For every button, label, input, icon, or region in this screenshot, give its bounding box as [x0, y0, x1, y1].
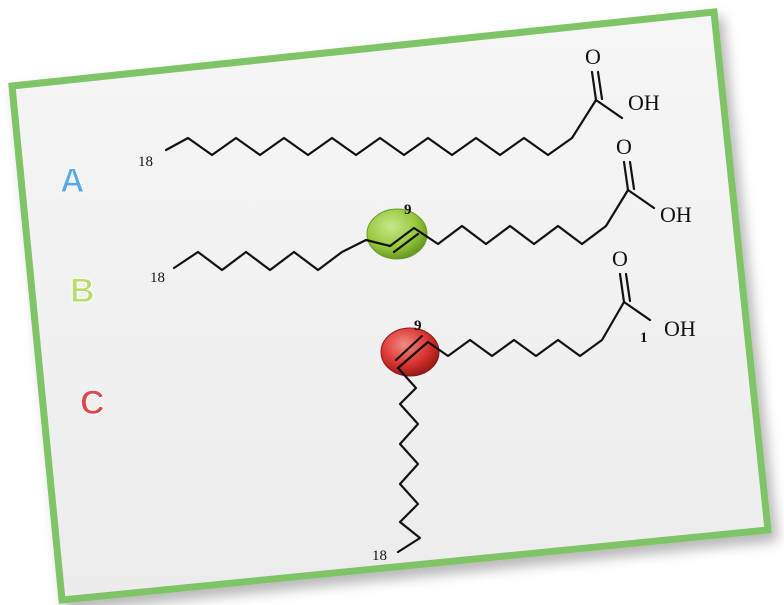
structure-b-highlight [366, 208, 428, 260]
structure-b-carbon-9: 9 [404, 202, 412, 218]
structure-c-chain-2 [396, 366, 422, 554]
structure-c-highlight [380, 327, 440, 377]
structure-c-carbonyl-bond-2 [624, 272, 632, 303]
structure-c-carbonyl-bond-1 [618, 272, 626, 304]
label-b: B [70, 272, 95, 310]
structure-b-hydroxyl: OH [660, 202, 692, 227]
structure-b-carbon-18: 18 [150, 270, 165, 286]
structure-b-carbonyl-bond-1 [622, 160, 630, 192]
structure-a-carbonyl-bond-1 [590, 70, 598, 102]
label-a: A [60, 162, 85, 200]
structure-c-carbon-9: 9 [414, 318, 422, 334]
structure-c-chain-1 [396, 300, 652, 370]
structure-a-hydroxyl: OH [628, 90, 660, 115]
structure-a-carbonyl-bond-2 [596, 70, 604, 101]
label-c: C [80, 384, 105, 422]
structure-b-double-bond [392, 232, 420, 254]
structure-b-chain-2 [388, 188, 656, 248]
structure-a: 18 O OH [138, 44, 660, 170]
structure-b-oxygen: O [616, 134, 632, 159]
structure-c-hydroxyl: OH [664, 316, 696, 341]
structure-c-double-bond [394, 334, 424, 362]
structure-a-chain [164, 98, 624, 157]
panel-frame [8, 8, 772, 604]
structure-b-chain-1 [172, 238, 392, 272]
structure-b-carbonyl-bond-2 [628, 160, 636, 191]
structure-b: 18 9 O OH [150, 134, 692, 286]
structure-c-oxygen: O [612, 246, 628, 271]
structure-c-carbon-18: 18 [372, 548, 387, 564]
structure-c: 18 9 1 O OH [372, 246, 696, 564]
structure-a-carbon-18: 18 [138, 154, 153, 170]
structure-c-carbon-1: 1 [640, 330, 648, 346]
structure-a-oxygen: O [585, 44, 601, 69]
